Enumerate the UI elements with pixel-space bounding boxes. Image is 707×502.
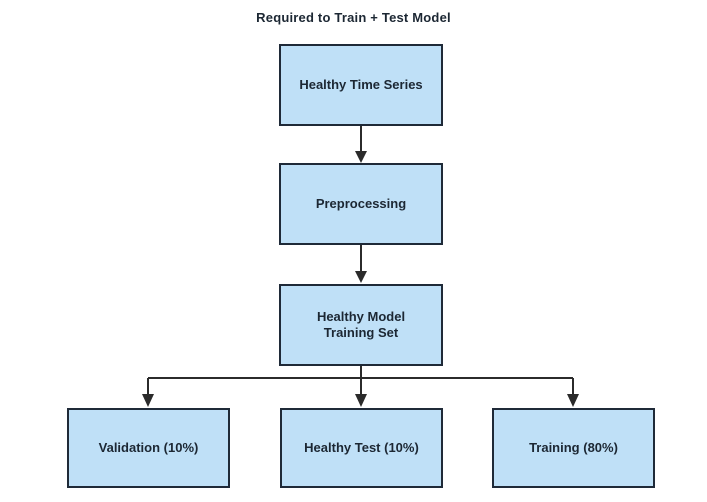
node-healthy-model-training-set: Healthy Model Training Set bbox=[279, 284, 443, 366]
node-label: Validation (10%) bbox=[98, 439, 199, 455]
node-validation: Validation (10%) bbox=[67, 408, 230, 488]
node-label: Healthy Test (10%) bbox=[304, 439, 419, 455]
arrowhead-icon bbox=[142, 394, 154, 407]
node-training: Training (80%) bbox=[492, 408, 655, 488]
arrowhead-icon bbox=[567, 394, 579, 407]
node-label: Preprocessing bbox=[315, 195, 407, 211]
arrowhead-icon bbox=[355, 394, 367, 407]
node-label: Healthy Time Series bbox=[299, 76, 423, 92]
arrowhead-icon bbox=[355, 151, 367, 163]
node-preprocessing: Preprocessing bbox=[279, 163, 443, 245]
node-healthy-test: Healthy Test (10%) bbox=[280, 408, 443, 488]
node-healthy-time-series: Healthy Time Series bbox=[279, 44, 443, 126]
diagram-title: Required to Train + Test Model bbox=[256, 10, 451, 25]
node-label: Training (80%) bbox=[529, 439, 618, 455]
node-label: Healthy Model Training Set bbox=[316, 308, 406, 340]
arrowhead-icon bbox=[355, 271, 367, 283]
